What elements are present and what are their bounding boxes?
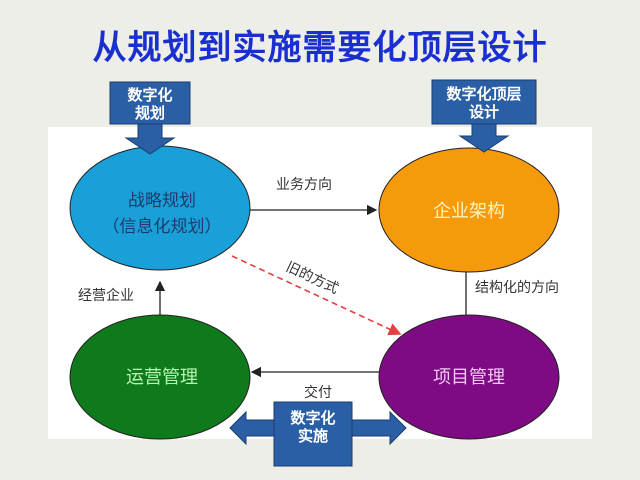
node-project-mgmt-label: 项目管理 [433, 367, 505, 388]
node-operations [69, 314, 251, 440]
callout-design-line1: 数字化顶层 [446, 85, 521, 103]
node-strategy-label: 战略规划 [128, 191, 196, 211]
page-title: 从规划到实施需要化顶层设计 [92, 28, 548, 68]
callout-design: 数字化顶层 设计 [431, 79, 537, 153]
arrow-old-way [231, 255, 402, 336]
node-operations-label: 运营管理 [126, 367, 198, 388]
callout-implementation: 数字化 实施 [229, 401, 407, 467]
callout-design-line2: 设计 [469, 103, 499, 121]
node-enterprise-arch [378, 147, 560, 273]
label-structured-direction: 结构化的方向 [475, 280, 559, 296]
callout-planning-line1: 数字化 [127, 86, 172, 104]
callout-implementation-line1: 数字化 [290, 409, 335, 427]
callout-implementation-line2: 实施 [298, 427, 328, 445]
label-delivery: 交付 [304, 384, 332, 401]
label-run-business: 经营企业 [78, 287, 134, 304]
callout-planning-line2: 规划 [135, 104, 165, 122]
label-business-direction: 业务方向 [276, 177, 332, 193]
node-enterprise-arch-label: 企业架构 [433, 201, 505, 222]
node-project-mgmt [378, 314, 560, 440]
node-strategy-sublabel: （信息化规划） [103, 217, 222, 237]
callout-planning: 数字化 规划 [109, 81, 191, 155]
